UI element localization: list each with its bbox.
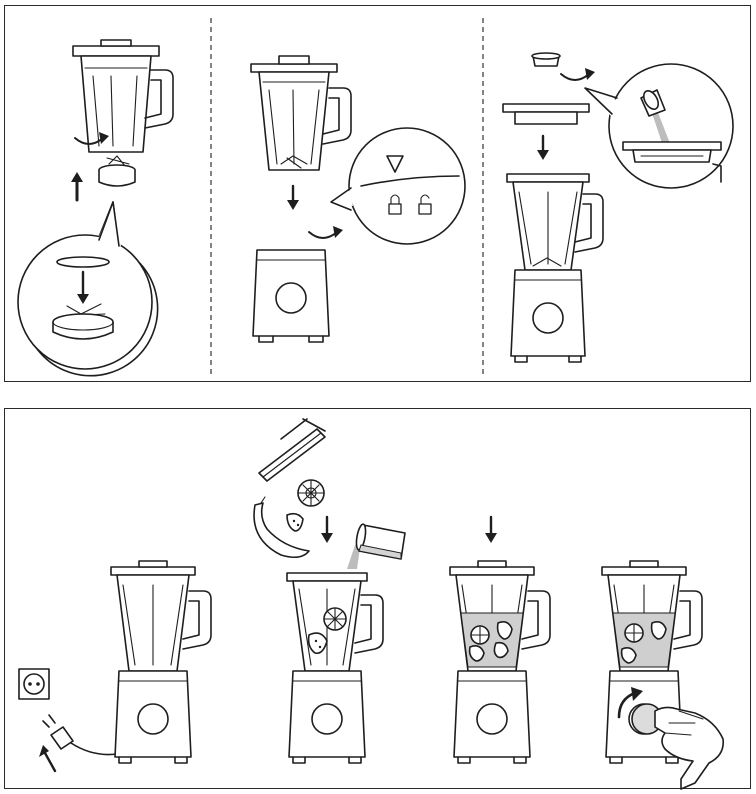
down-arrow-icon [485,515,497,543]
step-7-group [601,560,725,790]
step-3-group [502,52,734,363]
plug-icon [42,714,146,756]
blade-unit-icon [98,155,136,187]
curved-arrow-icon [617,687,643,719]
bottom-panel-illustration [18,418,725,790]
up-arrow-icon [39,745,57,773]
lock-padlock-icon [418,194,432,215]
kiwi-slice-icon [297,479,325,507]
rotate-arrow-icon [308,225,344,239]
detail-callout-3 [584,63,734,189]
open-blender-icon [286,572,384,764]
lid-icon [502,103,590,125]
down-arrow-icon [285,184,301,212]
pouring-liquid-icon [640,89,671,146]
strawberry-icon [307,632,328,655]
detail-callout-1 [17,201,159,377]
wall-socket-icon [18,668,50,700]
down-arrow-icon [321,515,333,543]
measuring-cup-icon [531,52,561,67]
top-panel-illustration [17,18,734,377]
step-5-group [253,418,406,764]
assembled-blender-icon [110,560,212,764]
jar-icon [250,55,352,171]
bottom-panel [4,408,751,790]
banana-icon [253,496,310,559]
assembled-blender-icon [506,173,604,363]
rotate-arrow-icon [560,67,596,81]
filled-blender-icon [449,560,551,764]
step-4-group [18,560,212,773]
step-1-group [17,39,174,377]
down-arrow-icon [535,134,551,162]
top-panel [4,5,751,382]
jar-icon [72,39,174,153]
hand-on-knob-icon [631,703,725,790]
step-2-group [250,55,466,343]
triangle-mark-icon [386,155,404,173]
detail-callout-2 [330,127,466,245]
cutting-board-knife-icon [258,418,326,482]
strawberry-icon [286,512,304,532]
motor-base-icon [252,249,330,343]
up-arrow-icon [71,172,83,202]
step-6-group [449,515,551,764]
blade-unit-detail-icon [52,303,114,340]
pouring-liquid-icon [347,523,406,569]
down-arrow-icon [77,270,89,304]
sealing-ring-icon [56,256,110,268]
kiwi-slice-icon [323,607,347,631]
unlock-padlock-icon [388,194,402,215]
filled-blender-icon [601,560,703,764]
